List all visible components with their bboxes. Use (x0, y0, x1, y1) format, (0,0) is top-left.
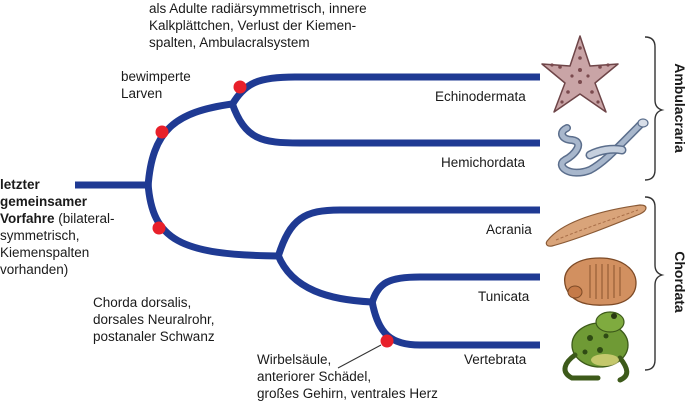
ambulacraria-traits-label: als Adulte radiärsymmetrisch, innere Kal… (149, 1, 367, 50)
acorn-worm-icon (557, 118, 649, 177)
leader-line-vertebrata (337, 344, 382, 369)
vertebrata-traits-label: Wirbelsäule, anteriorer Schädel, großes … (257, 352, 438, 401)
root-title-2: gemeinsamer (0, 194, 88, 209)
ambulacraria-ancestor-label: bewimperte Larven (121, 69, 191, 101)
node-marker-chordata (152, 221, 166, 235)
root-ancestor-label: letzter gemeinsamer Vorfahre (bilateral-… (0, 176, 120, 278)
olfactores-stem (274, 253, 373, 306)
root-trait-1: (bilateral- (54, 211, 115, 226)
node-marker-ambulacraria (233, 80, 247, 94)
hemichordata-branch (228, 101, 540, 147)
echinodermata-branch (228, 73, 540, 107)
node-marker-bilateria (155, 125, 169, 139)
acrania-branch (274, 206, 540, 259)
tunicate-icon (564, 257, 637, 306)
taxon-echinodermata: Echinodermata (435, 89, 526, 104)
chordata-stem (144, 182, 279, 260)
starfish-icon (541, 35, 619, 113)
frog-icon (562, 311, 630, 383)
taxon-tunicata: Tunicata (478, 289, 530, 304)
root-traits-rest: symmetrisch, Kiemenspalten vorhanden) (0, 228, 90, 277)
vertebrata-branch (368, 300, 540, 349)
taxon-acrania: Acrania (486, 222, 532, 237)
ambulacraria-stem (144, 100, 233, 188)
taxon-vertebrata: Vertebrata (464, 352, 527, 367)
root-title-1: letzter (0, 177, 40, 192)
taxon-hemichordata: Hemichordata (441, 155, 526, 170)
ambulacraria-bracket (644, 36, 665, 181)
group-chordata: Chordata (672, 251, 685, 313)
tunicata-branch (368, 273, 540, 305)
chordata-traits-label: Chorda dorsalis, dorsales Neuralrohr, po… (93, 295, 215, 344)
group-ambulacraria: Ambulacraria (672, 63, 685, 153)
root-title-3: Vorfahre (0, 211, 55, 226)
node-marker-vertebrata (380, 334, 394, 348)
chordata-bracket (644, 196, 665, 371)
lancelet-icon (545, 204, 647, 247)
